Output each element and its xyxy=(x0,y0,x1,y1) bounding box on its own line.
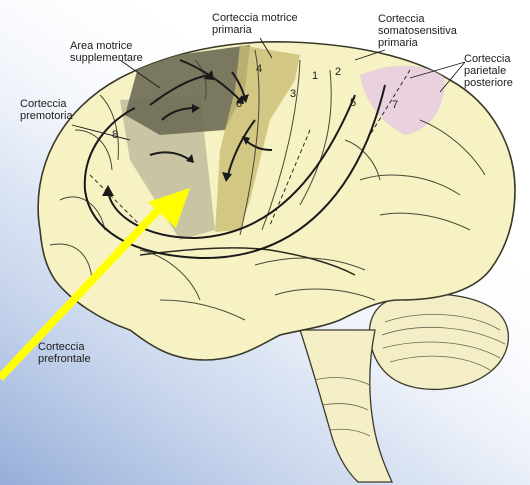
area-number-5: 5 xyxy=(350,97,356,109)
label-prefrontal-cortex: Corteccia prefrontale xyxy=(38,341,91,365)
area-number-6: 6 xyxy=(236,98,242,110)
label-primary-motor-cortex: Corteccia motrice primaria xyxy=(212,12,298,36)
label-somatosensory-cortex: Corteccia somatosensitiva primaria xyxy=(378,13,457,49)
label-premotor-cortex: Corteccia premotoria xyxy=(20,98,73,122)
area-number-7: 7 xyxy=(392,99,398,111)
label-supplementary-motor-area: Area motrice supplementare xyxy=(70,40,143,64)
area-number-2: 2 xyxy=(335,66,341,78)
area-number-8: 8 xyxy=(112,129,118,141)
area-number-1: 1 xyxy=(312,70,318,82)
area-number-3: 3 xyxy=(290,88,296,100)
label-posterior-parietal-cortex: Corteccia parietale posteriore xyxy=(464,53,513,89)
area-number-4: 4 xyxy=(256,63,262,75)
